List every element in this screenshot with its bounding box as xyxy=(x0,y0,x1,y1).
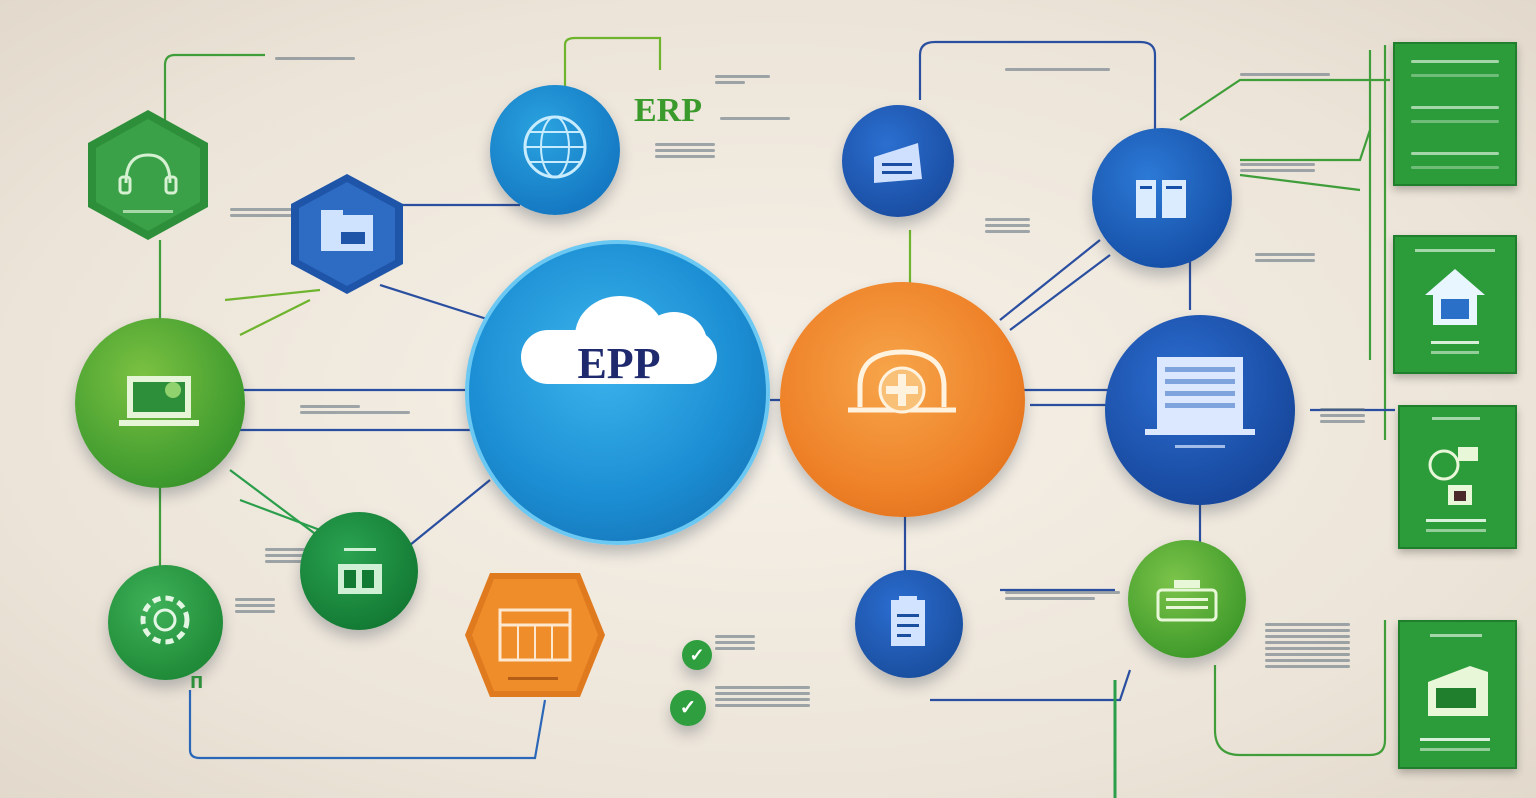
window-icon xyxy=(1136,180,1186,218)
globe-icon xyxy=(523,115,587,179)
lock-icon xyxy=(848,349,956,414)
label-block xyxy=(1240,160,1315,175)
truck-panel xyxy=(1398,620,1517,769)
label-block xyxy=(715,72,770,87)
monitor-node xyxy=(1128,540,1246,658)
laptop-node xyxy=(75,318,245,488)
label-block xyxy=(985,215,1030,236)
label-block xyxy=(275,54,355,63)
document-node xyxy=(842,105,954,217)
label-block xyxy=(715,683,810,710)
label-block xyxy=(230,205,300,220)
label-block xyxy=(1255,250,1315,265)
server-icon xyxy=(1145,357,1255,448)
clipboard-icon xyxy=(891,596,925,646)
label-block xyxy=(715,632,755,653)
label-block xyxy=(300,402,410,417)
info-panel xyxy=(1393,42,1517,186)
monitor-icon xyxy=(1156,580,1218,622)
database-node xyxy=(300,512,418,630)
laptop-icon xyxy=(119,376,199,426)
headset-node xyxy=(88,110,208,240)
label-block xyxy=(1320,405,1365,426)
label-block xyxy=(655,140,715,161)
calendar-icon xyxy=(498,608,572,662)
clipboard-node xyxy=(855,570,963,678)
robot-panel xyxy=(1398,405,1517,549)
label-block xyxy=(235,595,275,616)
folder-node xyxy=(291,174,403,294)
database-icon xyxy=(338,548,382,594)
truck-icon xyxy=(1420,634,1490,751)
globe-node xyxy=(490,85,620,215)
check-badge: ✓ xyxy=(682,640,712,670)
headset-icon xyxy=(118,153,178,195)
gear-icon xyxy=(140,595,190,645)
window-node xyxy=(1092,128,1232,268)
house-icon xyxy=(1415,249,1495,354)
check-badge: ✓ xyxy=(670,690,706,726)
label-block xyxy=(1240,70,1330,79)
robot-icon xyxy=(1426,417,1486,532)
label-block xyxy=(1265,620,1350,671)
server-node xyxy=(1105,315,1295,505)
label-block xyxy=(720,114,790,123)
label-block xyxy=(1005,65,1110,74)
cloud-logo: EPP xyxy=(521,296,717,388)
folder-icon xyxy=(321,210,373,251)
center-logo-text: EPP xyxy=(577,339,661,388)
calendar-node xyxy=(465,573,605,697)
house-panel xyxy=(1393,235,1517,374)
orange-hub xyxy=(780,282,1025,517)
document-icon xyxy=(874,143,922,183)
central-hub: EPP xyxy=(465,240,770,545)
label-block xyxy=(1005,588,1120,603)
label-block xyxy=(265,545,305,566)
gear-node xyxy=(108,565,223,680)
pi-glyph: ᴨ xyxy=(190,668,204,693)
erp-heading: ERP xyxy=(634,92,702,129)
